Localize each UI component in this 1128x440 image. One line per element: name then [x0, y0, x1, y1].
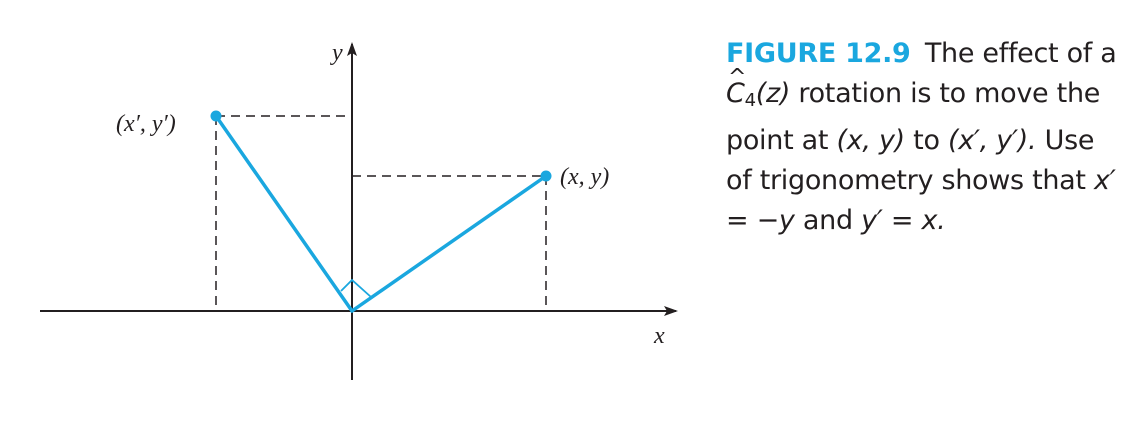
caption-equation-1: x′ = −y	[726, 165, 1116, 236]
rotated-point-label: (x′, y′)	[116, 111, 176, 137]
caption-point-2: (x′, y′).	[947, 125, 1037, 156]
figure-caption: FIGURE 12.9 The effect of a C4(z) rotati…	[726, 34, 1126, 241]
operator-subscript: 4	[744, 90, 756, 111]
original-vector	[350, 174, 548, 313]
caption-text-5: and	[802, 205, 853, 236]
caption-equation-2: y′ = x.	[861, 205, 946, 236]
caption-text-1: The effect of a	[924, 38, 1117, 69]
right-angle-marker	[340, 278, 372, 298]
original-point-label: (x, y)	[560, 164, 609, 190]
x-axis-label: x	[653, 323, 665, 349]
caption-point-1: (x, y)	[836, 125, 905, 156]
figure-label: FIGURE 12.9	[726, 38, 911, 69]
caption-text-3: to	[913, 125, 940, 156]
operator-argument: (z)	[755, 78, 791, 109]
operator-symbol: C	[726, 58, 746, 114]
rotated-vector	[214, 114, 354, 313]
rotation-diagram: y x (x′, y′) (x, y)	[40, 40, 678, 380]
y-axis-label: y	[330, 40, 343, 66]
caption-text-4: Use of trigonometry shows that	[726, 125, 1095, 196]
rotated-point	[210, 110, 222, 122]
original-point	[540, 170, 552, 182]
caption-text-2: rotation is to move the point at	[726, 78, 1101, 156]
